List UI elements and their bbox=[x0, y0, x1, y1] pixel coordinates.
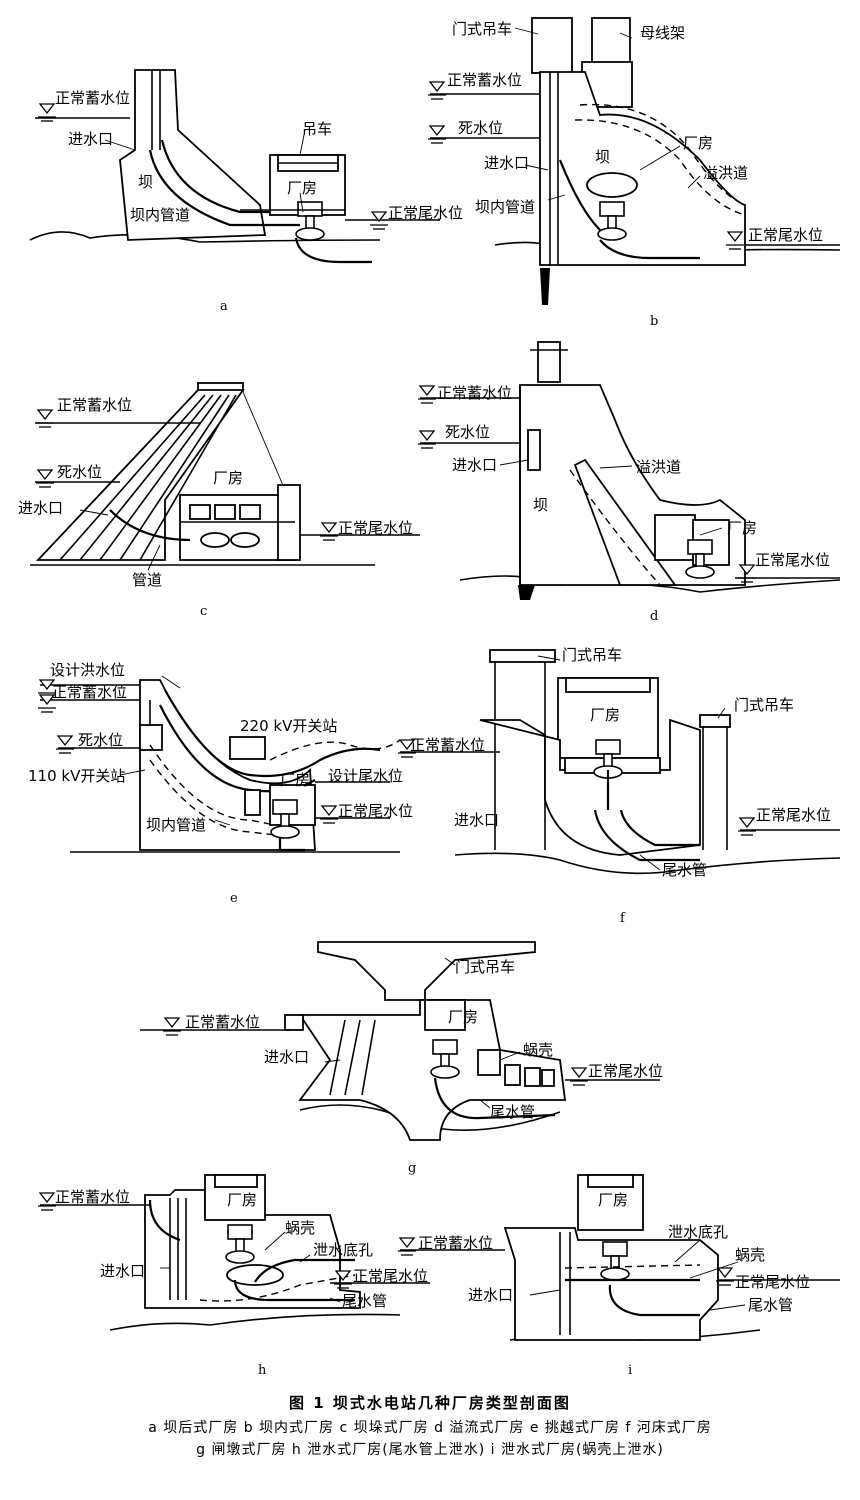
e-house-label: 厂房 bbox=[280, 771, 310, 789]
i-intake-label: 进水口 bbox=[468, 1286, 513, 1304]
c-intake-label: 进水口 bbox=[18, 499, 63, 517]
f-normal-storage-label: 正常蓄水位 bbox=[410, 736, 485, 754]
g-house-label: 厂房 bbox=[448, 1008, 478, 1026]
e-normal-storage-label: 正常蓄水位 bbox=[52, 683, 127, 701]
g-normal-storage-label: 正常蓄水位 bbox=[185, 1013, 260, 1031]
d-dead-label: 死水位 bbox=[445, 423, 490, 441]
panel-g: 门式吊车 正常蓄水位 厂房 进水口 蜗壳 正常尾水位 尾水管 g bbox=[140, 941, 663, 1176]
c-normal-storage-label: 正常蓄水位 bbox=[57, 396, 132, 414]
h-intake-label: 进水口 bbox=[100, 1262, 145, 1280]
h-panel-letter: h bbox=[258, 1363, 267, 1378]
e-sw220-label: 220 kV开关站 bbox=[240, 717, 337, 735]
d-dam-label: 坝 bbox=[533, 496, 548, 514]
e-tail-label: 正常尾水位 bbox=[338, 802, 413, 820]
c-pipe-label: 管道 bbox=[132, 571, 162, 589]
a-normal-storage-label: 正常蓄水位 bbox=[55, 89, 130, 107]
g-intake-label: 进水口 bbox=[264, 1048, 309, 1066]
caption-line-1: a 坝后式厂房 b 坝内式厂房 c 坝垛式厂房 d 溢流式厂房 e 挑越式厂房 … bbox=[148, 1420, 712, 1436]
b-spillway-label: 溢洪道 bbox=[703, 164, 748, 182]
f-gantry1-label: 门式吊车 bbox=[562, 646, 622, 664]
i-house-label: 厂房 bbox=[598, 1191, 628, 1209]
d-spillway-label: 溢洪道 bbox=[636, 458, 681, 476]
e-dead-label: 死水位 bbox=[78, 731, 123, 749]
g-spiral-label: 蜗壳 bbox=[523, 1041, 553, 1059]
b-dam-label: 坝 bbox=[595, 148, 610, 166]
d-panel-letter: d bbox=[650, 609, 658, 624]
h-tail-label: 正常尾水位 bbox=[353, 1267, 428, 1285]
c-panel-letter: c bbox=[200, 604, 207, 619]
f-panel-letter: f bbox=[620, 911, 626, 926]
caption-title: 图 1 坝式水电站几种厂房类型剖面图 bbox=[289, 1394, 571, 1412]
b-normal-storage-label: 正常蓄水位 bbox=[447, 71, 522, 89]
g-draft-label: 尾水管 bbox=[490, 1103, 535, 1121]
b-gantry-label: 门式吊车 bbox=[452, 20, 512, 38]
i-normal-storage-label: 正常蓄水位 bbox=[418, 1234, 493, 1252]
i-draft-label: 尾水管 bbox=[748, 1296, 793, 1314]
f-house-label: 厂房 bbox=[590, 706, 620, 724]
e-flood-label: 设计洪水位 bbox=[50, 661, 125, 679]
g-tail-label: 正常尾水位 bbox=[588, 1062, 663, 1080]
d-normal-storage-label: 正常蓄水位 bbox=[437, 384, 512, 402]
f-tail-label: 正常尾水位 bbox=[756, 806, 831, 824]
c-house-label: 厂房 bbox=[213, 469, 243, 487]
i-spiral-label: 蜗壳 bbox=[735, 1246, 765, 1264]
c-tail-label: 正常尾水位 bbox=[338, 519, 413, 537]
g-gantry-label: 门式吊车 bbox=[455, 958, 515, 976]
b-house-label: 厂房 bbox=[683, 134, 713, 152]
h-normal-storage-label: 正常蓄水位 bbox=[55, 1188, 130, 1206]
panel-f: 门式吊车 门式吊车 厂房 正常蓄水位 进水口 正常尾水位 尾水管 f bbox=[397, 646, 841, 926]
panel-e: 设计洪水位 正常蓄水位 死水位 220 kV开关站 110 kV开关站 设计尾水… bbox=[28, 661, 413, 906]
dam-body-a bbox=[119, 69, 267, 241]
b-dead-label: 死水位 bbox=[458, 119, 503, 137]
a-panel-letter: a bbox=[220, 299, 228, 314]
f-draft-label: 尾水管 bbox=[662, 861, 707, 879]
d-intake-label: 进水口 bbox=[452, 456, 497, 474]
g-panel-letter: g bbox=[408, 1161, 416, 1176]
panel-c: 正常蓄水位 死水位 进水口 厂房 正常尾水位 管道 c bbox=[18, 382, 420, 619]
h-bottom-outlet-label: 泄水底孔 bbox=[313, 1241, 373, 1259]
a-house-label: 厂房 bbox=[287, 179, 317, 197]
h-draft-label: 尾水管 bbox=[342, 1292, 387, 1310]
panel-d: 正常蓄水位 死水位 进水口 坝 溢洪道 厂房 正常尾水位 d bbox=[417, 341, 841, 624]
e-pipe-label: 坝内管道 bbox=[146, 816, 206, 834]
i-bottom-outlet-label: 泄水底孔 bbox=[668, 1223, 728, 1241]
figure-canvas: 正常蓄水位 进水口 坝 坝内管道 吊车 厂房 正常尾水位 a bbox=[18, 17, 841, 1378]
caption-line-2: g 闸墩式厂房 h 泄水式厂房(尾水管上泄水) i 泄水式厂房(蜗壳上泄水) bbox=[196, 1442, 664, 1458]
c-dead-label: 死水位 bbox=[57, 463, 102, 481]
e-panel-letter: e bbox=[230, 891, 238, 906]
a-pipe-label: 坝内管道 bbox=[130, 206, 190, 224]
a-tail-label: 正常尾水位 bbox=[388, 204, 463, 222]
i-tail-label: 正常尾水位 bbox=[735, 1273, 810, 1291]
e-sw110-label: 110 kV开关站 bbox=[28, 767, 125, 785]
b-panel-letter: b bbox=[650, 314, 658, 329]
a-intake-label: 进水口 bbox=[68, 130, 113, 148]
panel-b: 门式吊车 母线架 正常蓄水位 死水位 进水口 坝 坝内管道 厂房 溢洪道 正常尾… bbox=[427, 17, 841, 329]
f-gantry2-label: 门式吊车 bbox=[734, 696, 794, 714]
f-intake-label: 进水口 bbox=[454, 811, 499, 829]
figure-caption: 图 1 坝式水电站几种厂房类型剖面图 a 坝后式厂房 b 坝内式厂房 c 坝垛式… bbox=[0, 1392, 860, 1461]
h-spiral-label: 蜗壳 bbox=[285, 1219, 315, 1237]
d-tail-label: 正常尾水位 bbox=[755, 551, 830, 569]
d-house-label: 厂房 bbox=[727, 519, 757, 537]
panel-i: 厂房 正常蓄水位 泄水底孔 蜗壳 进水口 正常尾水位 尾水管 i bbox=[397, 1174, 840, 1378]
panel-h: 正常蓄水位 厂房 蜗壳 进水口 泄水底孔 正常尾水位 尾水管 h bbox=[37, 1174, 430, 1378]
a-crane-label: 吊车 bbox=[302, 120, 332, 138]
panel-a: 正常蓄水位 进水口 坝 坝内管道 吊车 厂房 正常尾水位 a bbox=[29, 69, 463, 314]
b-pipe-label: 坝内管道 bbox=[475, 198, 535, 216]
h-house-label: 厂房 bbox=[227, 1191, 257, 1209]
a-dam-label: 坝 bbox=[138, 173, 153, 191]
e-design-tail-label: 设计尾水位 bbox=[328, 767, 403, 785]
b-intake-label: 进水口 bbox=[484, 154, 529, 172]
b-tail-label: 正常尾水位 bbox=[748, 226, 823, 244]
i-panel-letter: i bbox=[628, 1363, 632, 1378]
b-busbar-label: 母线架 bbox=[640, 24, 685, 42]
